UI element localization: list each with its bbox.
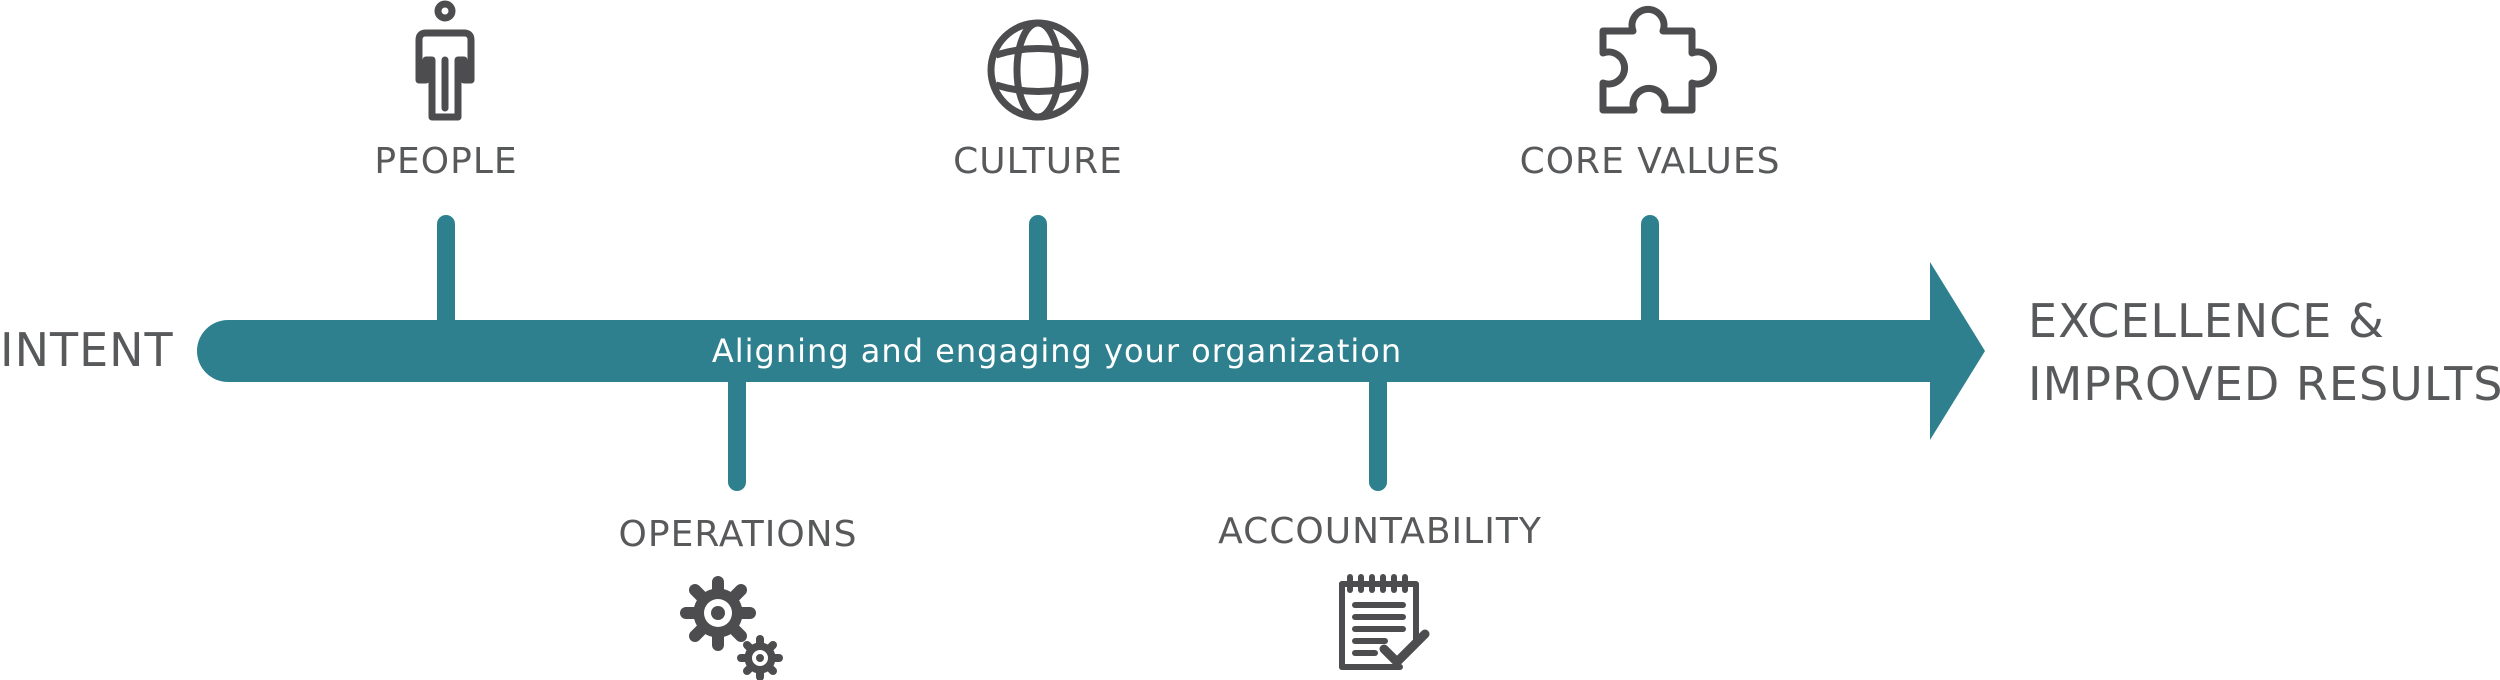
milestone-label-accountability: ACCOUNTABILITY <box>1218 511 1542 552</box>
person-icon <box>415 0 475 121</box>
milestone-label-operations: OPERATIONS <box>619 514 858 555</box>
start-label: INTENT <box>0 323 174 377</box>
arrow-head <box>1930 262 1985 440</box>
gears-icon <box>680 576 783 680</box>
globe-icon <box>987 19 1089 121</box>
end-label-line1: EXCELLENCE & <box>2028 294 2385 348</box>
milestone-connectors <box>437 215 1659 491</box>
arrow-label: Aligning and engaging your organization <box>712 332 1402 370</box>
arrow-shaft <box>197 320 1932 382</box>
timeline-arrow <box>197 262 1985 440</box>
milestone-label-people: PEOPLE <box>374 141 517 182</box>
puzzle-piece-icon <box>1599 6 1717 114</box>
milestone-label-culture: CULTURE <box>953 141 1123 182</box>
end-label-line2: IMPROVED RESULTS <box>2028 357 2500 411</box>
checklist-icon <box>1339 574 1430 670</box>
milestone-label-core-values: CORE VALUES <box>1520 141 1781 182</box>
